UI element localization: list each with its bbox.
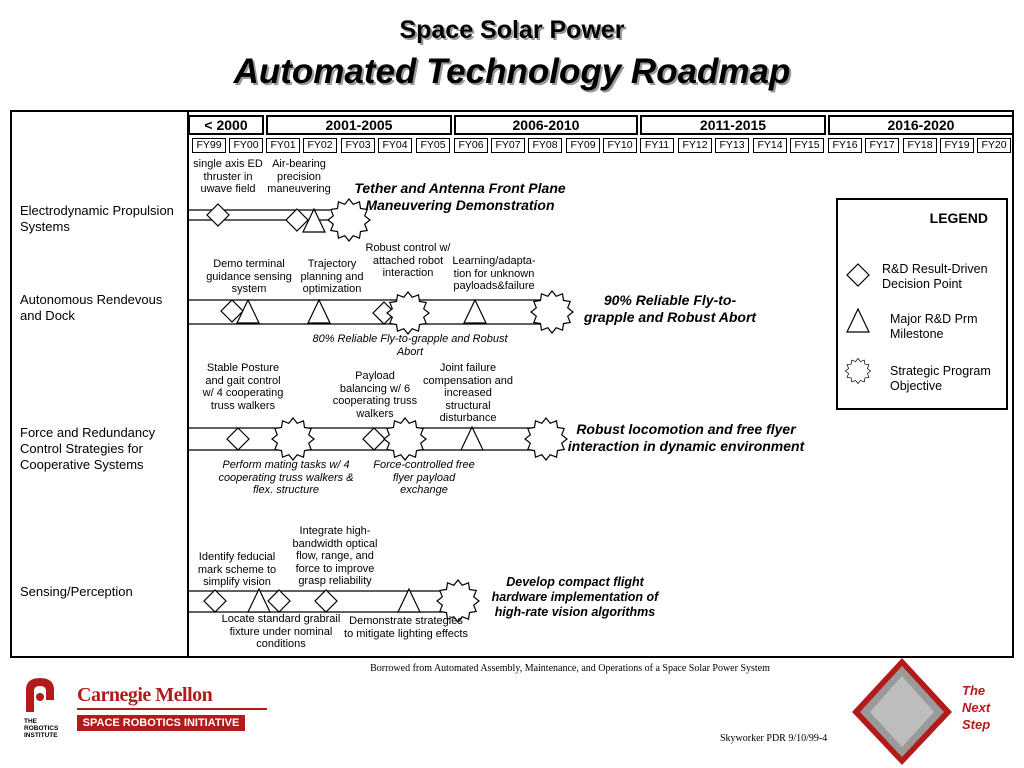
milestone-triangle: [307, 299, 331, 324]
program-objective-starburst: [530, 290, 574, 334]
decision-point-diamond: [362, 427, 386, 451]
milestone-note-italic: Force-controlled free flyer payload exch…: [373, 459, 475, 496]
era-header: 2006-2010: [454, 115, 638, 135]
fy-cell: FY16: [828, 138, 862, 153]
milestone-note: Joint failure compensation and increased…: [423, 362, 513, 424]
fy-cell: FY07: [491, 138, 525, 153]
fy-cell: FY14: [753, 138, 787, 153]
page-title: Space Solar Power: [399, 16, 625, 44]
milestone-note: Identify feducial mark scheme to simplif…: [197, 551, 277, 588]
milestone-triangle: [247, 588, 271, 613]
milestone-note: Demo terminal guidance sensing system: [206, 258, 292, 295]
era-header: < 2000: [188, 115, 264, 135]
moon-bootprint-logo: [852, 658, 952, 765]
milestone-note: Payload balancing w/ 6 cooperating truss…: [332, 370, 418, 420]
fy-cell: FY20: [977, 138, 1011, 153]
roadmap-frame: [10, 110, 1014, 658]
program-objective-label: 90% Reliable Fly-to-grapple and Robust A…: [583, 292, 757, 325]
program-objective-starburst: [524, 417, 568, 461]
era-header: 2016-2020: [828, 115, 1014, 135]
legend-item-label: Major R&D Prm Milestone: [890, 312, 978, 341]
milestone-triangle: [397, 588, 421, 613]
program-objective-label: Develop compact flight hardware implemen…: [491, 575, 659, 619]
milestone-note: Demonstrate strategies to mitigate light…: [344, 615, 468, 640]
era-header: 2001-2005: [266, 115, 452, 135]
fy-cell: FY12: [678, 138, 712, 153]
fy-cell: FY05: [416, 138, 450, 153]
program-objective-starburst: [271, 417, 315, 461]
fy-cell: FY02: [303, 138, 337, 153]
fy-cell: FY01: [266, 138, 300, 153]
milestone-note: Robust control w/ attached robot interac…: [365, 242, 451, 279]
row-label-rendezvous: Autonomous Rendevous and Dock: [20, 292, 163, 323]
tagline: The Next Step: [962, 683, 991, 732]
program-objective-starburst: [386, 291, 430, 335]
program-objective-label: Robust locomotion and free flyer interac…: [567, 421, 805, 454]
milestone-note: Stable Posture and gait control w/ 4 coo…: [202, 362, 284, 412]
fy-cell: FY99: [192, 138, 226, 153]
legend-item-label: R&D Result-Driven Decision Point: [882, 262, 988, 291]
milestone-note-italic: 80% Reliable Fly-to-grapple and Robust A…: [312, 333, 508, 358]
row-label-electrodynamic: Electrodynamic Propulsion Systems: [20, 203, 174, 234]
milestone-triangle: [460, 426, 484, 451]
fy-cell: FY10: [603, 138, 637, 153]
page-subtitle: Automated Technology Roadmap: [233, 52, 791, 91]
fy-cell: FY03: [341, 138, 375, 153]
decision-point-diamond: [267, 589, 291, 613]
era-header: 2011-2015: [640, 115, 826, 135]
fy-cell: FY11: [640, 138, 674, 153]
fy-cell: FY18: [903, 138, 937, 153]
label-divider: [187, 110, 189, 658]
fy-cell: FY13: [715, 138, 749, 153]
fy-cell: FY17: [865, 138, 899, 153]
row-label-sensing: Sensing/Perception: [20, 584, 133, 599]
milestone-triangle: [463, 299, 487, 324]
robotics-institute-logo: [26, 678, 54, 712]
fy-cell: FY19: [940, 138, 974, 153]
decision-point-diamond: [226, 427, 250, 451]
milestone-note: Integrate high-bandwidth optical flow, r…: [292, 525, 378, 587]
program-objective-label: Tether and Antenna Front Plane Maneuveri…: [354, 180, 566, 213]
milestone-note: Locate standard grabrail fixture under n…: [221, 613, 341, 650]
decision-point-diamond: [206, 203, 230, 227]
fy-cell: FY06: [454, 138, 488, 153]
logo-rule: [77, 708, 267, 710]
fy-cell: FY15: [790, 138, 824, 153]
legend-box: LEGEND R&D Result-Driven Decision Point …: [836, 198, 1008, 410]
initiative-banner: SPACE ROBOTICS INITIATIVE: [77, 715, 245, 731]
milestone-note: Trajectory planning and optimization: [300, 258, 364, 295]
milestone-note: Learning/adapta-tion for unknown payload…: [452, 255, 536, 292]
fy-cell: FY08: [528, 138, 562, 153]
fy-cell: FY00: [229, 138, 263, 153]
university-name: Carnegie Mellon: [77, 684, 213, 706]
source-credit: Borrowed from Automated Assembly, Mainte…: [370, 663, 770, 674]
decision-point-diamond: [314, 589, 338, 613]
row-label-force: Force and Redundancy Control Strategies …: [20, 425, 156, 472]
milestone-note: single axis ED thruster in uwave field: [193, 158, 263, 195]
program-objective-starburst: [383, 417, 427, 461]
decision-point-diamond: [203, 589, 227, 613]
fy-cell: FY09: [566, 138, 600, 153]
institute-name: THE ROBOTICS INSTITUTE: [24, 718, 59, 739]
slide-id: Skyworker PDR 9/10/99-4: [720, 733, 828, 744]
fy-cell: FY04: [378, 138, 412, 153]
legend-title: LEGEND: [929, 210, 988, 226]
milestone-note-italic: Perform mating tasks w/ 4 cooperating tr…: [218, 459, 354, 496]
milestone-note: Air-bearing precision maneuvering: [267, 158, 331, 195]
legend-item-label: Strategic Program Objective: [890, 364, 991, 393]
